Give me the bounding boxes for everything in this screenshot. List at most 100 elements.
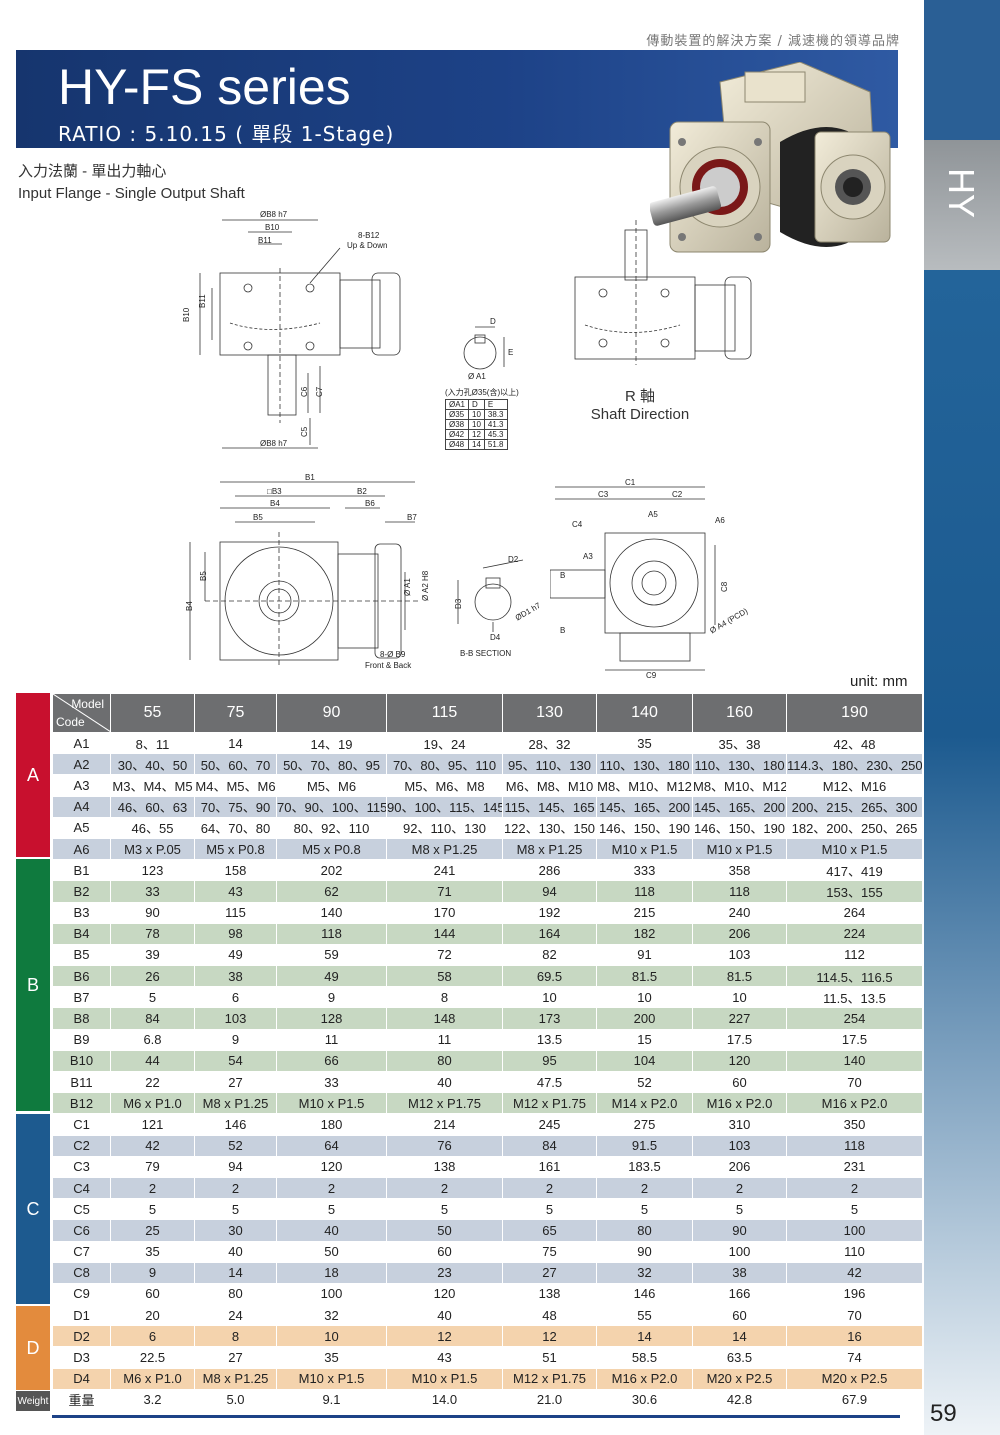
table-cell: 48 [502,1304,597,1327]
table-cell: 161 [502,1155,597,1178]
model-header: 55 [110,693,195,733]
table-cell: 94 [194,1155,277,1178]
table-cell: 46、55 [110,816,195,839]
table-cell: 14 [692,1325,787,1348]
end-view-drawing: C1 C3 C2 A5 A6 C4 A3 B B C8 Ø A4 (PCD) C… [550,478,750,680]
row-code: B6 [52,965,111,988]
keyway-cell: Ø35 [444,409,470,420]
corner-diagonal [53,694,110,732]
table-cell: 5 [110,1198,195,1221]
table-cell: 6.8 [110,1028,195,1051]
model-header: 160 [692,693,787,733]
sidebar-top [924,0,1000,140]
table-cell: 158 [194,859,277,882]
table-cell: 14 [194,731,277,755]
table-cell: 206 [692,922,787,945]
table-cell: 63.5 [692,1346,787,1369]
weight-tag: Weight [16,1391,50,1411]
table-cell: 90 [596,1240,693,1263]
label-b12: 8-B12 [358,231,380,240]
table-cell: 310 [692,1113,787,1136]
row-code: B3 [52,901,111,924]
label-a4: Ø A4 (PCD) [708,606,749,635]
label-b5-vertical: B5 [199,571,208,581]
table-cell: 17.5 [786,1028,923,1051]
table-cell: 38 [692,1261,787,1284]
table-cell: 24 [194,1304,277,1327]
table-cell: 145、165、200 [596,795,693,818]
label-b8h7: ØB8 h7 [260,210,288,219]
table-cell: 74 [786,1346,923,1369]
label-a1-vertical: Ø A1 [403,578,412,596]
label-c2: C2 [672,490,683,499]
table-cell: M14 x P2.0 [596,1092,693,1115]
table-cell: 13.5 [502,1028,597,1051]
r-shaft-drawing [574,220,752,365]
label-updown: Up & Down [347,241,387,250]
table-cell: 26 [110,965,195,988]
keyway-cell: 12 [468,429,485,440]
table-cell: 40 [386,1070,503,1094]
sidebar-lower [924,270,1000,1435]
ratio-subtitle: RATIO : 5.10.15 ( 單段 1-Stage) [58,122,395,146]
table-cell: 114.3、180、230、250 [786,753,923,776]
label-b6: B6 [365,499,375,508]
row-code: C6 [52,1219,111,1242]
table-cell: 80 [596,1219,693,1242]
table-cell: 66 [276,1049,387,1073]
table-cell: 10 [596,986,693,1009]
table-cell: 35、38 [692,731,787,755]
table-cell: 350 [786,1113,923,1136]
table-cell: 5 [786,1198,923,1221]
model-header: 140 [596,693,693,733]
sidebar-label: HY [941,168,982,219]
row-code: B12 [52,1092,111,1115]
table-cell: 2 [692,1176,787,1200]
row-code: C3 [52,1155,111,1178]
model-header: 75 [194,693,277,733]
row-code: A1 [52,731,111,755]
table-cell: 8 [386,986,503,1009]
table-cell: 60 [386,1240,503,1263]
model-header: 130 [502,693,597,733]
table-cell: 200 [596,1007,693,1030]
row-code: A3 [52,774,111,797]
table-cell: 110 [786,1240,923,1263]
table-cell: 8、11 [110,731,195,755]
sidebar-band [924,140,1000,270]
table-cell: 94 [502,880,597,903]
label-b7: B7 [407,513,417,522]
table-cell: 183.5 [596,1155,693,1178]
table-cell: 138 [386,1155,503,1178]
table-cell: 84 [110,1007,195,1030]
table-cell: 52 [194,1134,277,1157]
table-cell: 39 [110,943,195,967]
label-b4-vertical: B4 [185,601,194,611]
label-b10: B10 [265,223,280,232]
table-cell: 40 [194,1240,277,1263]
table-cell: 103 [692,943,787,967]
table-cell: 146 [194,1113,277,1136]
table-cell: 50、70、80、95 [276,753,387,776]
spec-table: Model Code 55 75 90 115 130 140 160 190 … [52,693,923,1412]
table-cell: 42 [110,1134,195,1157]
table-cell: M5、M6 [276,774,387,797]
table-cell: 5 [596,1198,693,1221]
label-b2: B2 [357,487,367,496]
table-cell: 245 [502,1113,597,1136]
table-cell: 16 [786,1325,923,1348]
row-code: B8 [52,1007,111,1030]
keyway-header: D [468,399,485,410]
table-cell: 2 [276,1176,387,1200]
label-d3: D3 [454,598,463,609]
row-code: C8 [52,1261,111,1284]
table-cell: 358 [692,859,787,882]
